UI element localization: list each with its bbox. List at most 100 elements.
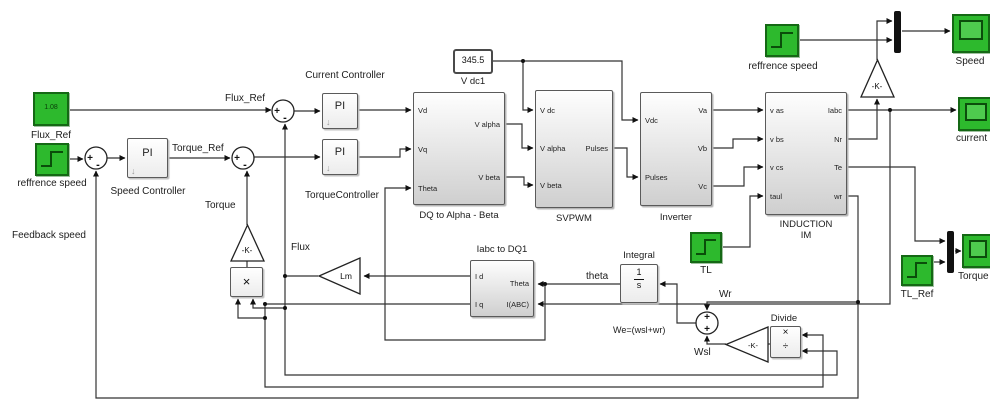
- pi-text: PI: [334, 146, 346, 158]
- port-pulses: Pulses: [585, 144, 608, 153]
- dq-block-label: DQ to Alpha - Beta: [419, 210, 499, 221]
- sum-speed-error[interactable]: + -: [84, 146, 108, 171]
- speed-scope[interactable]: [952, 14, 990, 53]
- wire-speed-feedback: [93, 170, 859, 399]
- sum-we[interactable]: + +: [695, 311, 719, 335]
- reference-speed-top-label: reffrence speed: [748, 61, 818, 72]
- wire-pulses: [613, 147, 639, 180]
- step-icon: [771, 32, 793, 48]
- step-icon: [41, 151, 63, 167]
- wire-nr-gain: [847, 98, 880, 140]
- torque-scope[interactable]: [962, 234, 990, 268]
- fraction-denominator: s: [636, 279, 642, 290]
- dq-to-alphabeta-block[interactable]: Vd Vq Theta V alpha V beta: [413, 92, 505, 205]
- divide-block-label: Divide: [770, 313, 798, 324]
- torque-controller-block[interactable]: PI ↓: [322, 139, 358, 175]
- port-taul: taul: [770, 192, 783, 201]
- current-scope[interactable]: [958, 97, 990, 131]
- flux-ref-value: 1.08: [44, 104, 58, 111]
- wire-iabc-fb: [537, 110, 891, 307]
- sum-sign: +: [274, 106, 280, 117]
- port-vbeta: V beta: [540, 181, 562, 190]
- current-scope-label: current: [956, 133, 988, 144]
- gain-label: Lm: [340, 271, 352, 281]
- vdc-display[interactable]: 345.5: [453, 49, 493, 74]
- port-valpha: V alpha: [540, 144, 566, 153]
- wire-theta-dq: [384, 185, 546, 341]
- port-va: Va: [698, 106, 707, 115]
- wire-label-torqueref: Torque_Ref: [172, 143, 224, 154]
- flux-ref-constant[interactable]: 1.08: [33, 92, 69, 126]
- svpwm-block-label: SVPWM: [556, 213, 592, 224]
- wire-label-fluxref: Flux_Ref: [225, 93, 266, 104]
- torque-mux[interactable]: [947, 231, 954, 273]
- port-vdc: Vdc: [645, 116, 658, 125]
- gain-label: -K-: [748, 341, 759, 350]
- reference-speed-source[interactable]: [35, 143, 69, 176]
- port-vas: v as: [770, 106, 784, 115]
- port-wr: wr: [834, 192, 842, 201]
- iabc-dq1-block-label: Iabc to DQ1: [476, 244, 528, 255]
- inverter-block[interactable]: Vdc Pulses Va Vb Vc: [640, 92, 712, 206]
- port-vbeta: V beta: [478, 173, 500, 182]
- tl-ref-source[interactable]: [901, 255, 933, 286]
- port-vc: Vc: [698, 182, 707, 191]
- im-block-label: INDUCTION IM: [763, 219, 849, 241]
- wire-vdc-svpwm: [493, 60, 534, 113]
- tl-label: TL: [700, 265, 712, 276]
- pi-text: PI: [142, 147, 153, 159]
- port-iabc-in: I(ABC): [506, 300, 530, 309]
- sum-sign: +: [87, 153, 93, 164]
- torque-controller-label: TorqueController: [305, 190, 379, 201]
- port-theta: Theta: [509, 279, 529, 288]
- speed-controller-label: Speed Controller: [110, 186, 186, 197]
- port-theta: Theta: [418, 184, 438, 193]
- product-block[interactable]: ×: [230, 267, 263, 297]
- wire-label-torque: Torque: [205, 200, 236, 211]
- tl-source[interactable]: [690, 232, 722, 263]
- lm-gain[interactable]: Lm: [317, 257, 361, 295]
- reference-speed-label: reffrence speed: [17, 178, 87, 189]
- wire-vdc-inverter: [523, 60, 639, 123]
- pi-text: PI: [334, 100, 346, 112]
- fraction-bar: [634, 278, 644, 280]
- wire-pi-vq: [358, 146, 412, 158]
- vdc-display-label: V dc1: [460, 76, 486, 87]
- port-vcs: v cs: [770, 163, 784, 172]
- speed-controller-block[interactable]: PI ↓: [127, 138, 168, 178]
- port-pulses: Pulses: [645, 173, 668, 182]
- anchor-icon: ↓: [326, 117, 331, 127]
- iabc-to-dq1-block[interactable]: I d I q Theta I(ABC): [470, 260, 534, 317]
- multiply-symbol: ×: [242, 274, 251, 289]
- sum-torque-error[interactable]: + -: [231, 146, 255, 171]
- anchor-icon: ↓: [326, 163, 331, 173]
- scope-screen: [969, 240, 987, 258]
- svpwm-block[interactable]: V dc V alpha V beta Pulses: [535, 90, 613, 208]
- port-vd: Vd: [418, 106, 428, 115]
- integral-block[interactable]: 1 s: [620, 264, 658, 303]
- sum-flux-error[interactable]: + -: [271, 99, 295, 124]
- junction-dots: [263, 59, 892, 320]
- speed-gain[interactable]: -K-: [859, 58, 896, 98]
- scope-screen: [959, 20, 983, 40]
- speed-mux[interactable]: [894, 11, 901, 53]
- slip-gain[interactable]: -K-: [724, 326, 769, 363]
- induction-im-block[interactable]: v as v bs v cs taul Iabc Nr Te wr: [765, 92, 847, 215]
- torque-gain[interactable]: -K-: [229, 223, 266, 262]
- fraction-numerator: 1: [636, 267, 642, 277]
- wire-iq-divide: [264, 318, 824, 388]
- reference-speed-top-source[interactable]: [765, 24, 799, 57]
- port-vq: Vq: [418, 145, 428, 154]
- current-controller-label: Current Controller: [305, 70, 385, 81]
- integral-block-label: Integral: [623, 250, 655, 261]
- divide-block[interactable]: × ÷: [770, 326, 801, 358]
- integrator-fraction: 1 s: [621, 267, 657, 291]
- multiply-symbol: ×: [782, 327, 789, 338]
- gain-label: -K-: [872, 82, 883, 91]
- speed-scope-label: Speed: [955, 56, 985, 67]
- wire-label-feedback-speed: Feedback speed: [12, 230, 86, 241]
- current-controller-block[interactable]: PI ↓: [322, 93, 358, 129]
- wire-iq-product: [235, 298, 266, 319]
